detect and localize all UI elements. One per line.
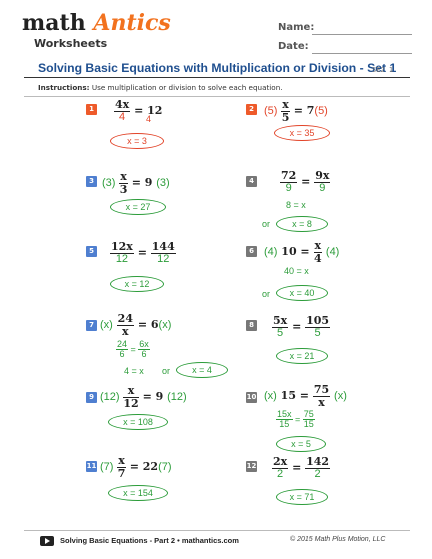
play-icon[interactable]	[40, 536, 54, 546]
problem-11-answer: x = 154	[108, 485, 168, 501]
instructions: Instructions: Use multiplication or divi…	[38, 83, 283, 92]
instructions-text: Use multiplication or division to solve …	[91, 83, 283, 92]
logo-math: math	[22, 10, 86, 36]
problem-9-answer: x = 108	[108, 414, 168, 430]
problem-number-4: 4	[246, 176, 257, 187]
instructions-label: Instructions:	[38, 83, 90, 92]
problem-3-answer: x = 27	[110, 199, 166, 215]
worksheet-title: Solving Basic Equations with Multiplicat…	[38, 61, 397, 75]
problem-number-3: 3	[86, 176, 97, 187]
logo: math Antics	[22, 10, 171, 36]
problem-number-5: 5	[86, 246, 97, 257]
worksheet-code: SE2 1	[372, 66, 394, 74]
problem-number-7: 7	[86, 320, 97, 331]
problem-5-answer: x = 12	[110, 276, 164, 292]
footer-copyright: © 2015 Math Plus Motion, LLC	[290, 536, 386, 543]
instructions-rule	[24, 96, 410, 97]
logo-subtitle: Worksheets	[34, 37, 108, 50]
problem-4-or: or	[262, 219, 271, 229]
problem-number-1: 1	[86, 104, 97, 115]
problem-number-6: 6	[246, 246, 257, 257]
problem-number-10: 10	[246, 392, 257, 403]
problem-7-work: 4 = x	[124, 366, 144, 376]
problem-number-11: 11	[86, 461, 97, 472]
problem-number-9: 9	[86, 392, 97, 403]
problem-12-answer: x = 71	[276, 489, 328, 505]
problem-10-answer: x = 5	[276, 436, 326, 452]
problem-number-2: 2	[246, 104, 257, 115]
problem-number-8: 8	[246, 320, 257, 331]
problem-8-answer: x = 21	[276, 348, 328, 364]
title-rule	[24, 77, 410, 78]
problem-7-or: or	[162, 366, 171, 376]
date-label: Date:	[278, 41, 309, 52]
date-line[interactable]	[312, 53, 412, 54]
logo-antics: Antics	[93, 10, 171, 36]
footer-rule	[24, 530, 410, 531]
name-line[interactable]	[312, 34, 412, 35]
problem-1-answer: x = 3	[110, 133, 164, 149]
problem-6-or: or	[262, 289, 271, 299]
problem-7-answer: x = 4	[176, 362, 228, 378]
problem-6-work: 40 = x	[284, 266, 309, 276]
problem-1-work: 4	[146, 114, 152, 124]
problem-6-answer: x = 40	[276, 285, 328, 301]
footer-link[interactable]: Solving Basic Equations - Part 2 • matha…	[60, 536, 239, 545]
problem-4-answer: x = 8	[276, 216, 328, 232]
problem-2-answer: x = 35	[274, 125, 330, 141]
name-label: Name:	[278, 22, 315, 33]
problem-4-work: 8 = x	[286, 200, 306, 210]
problem-number-12: 12	[246, 461, 257, 472]
